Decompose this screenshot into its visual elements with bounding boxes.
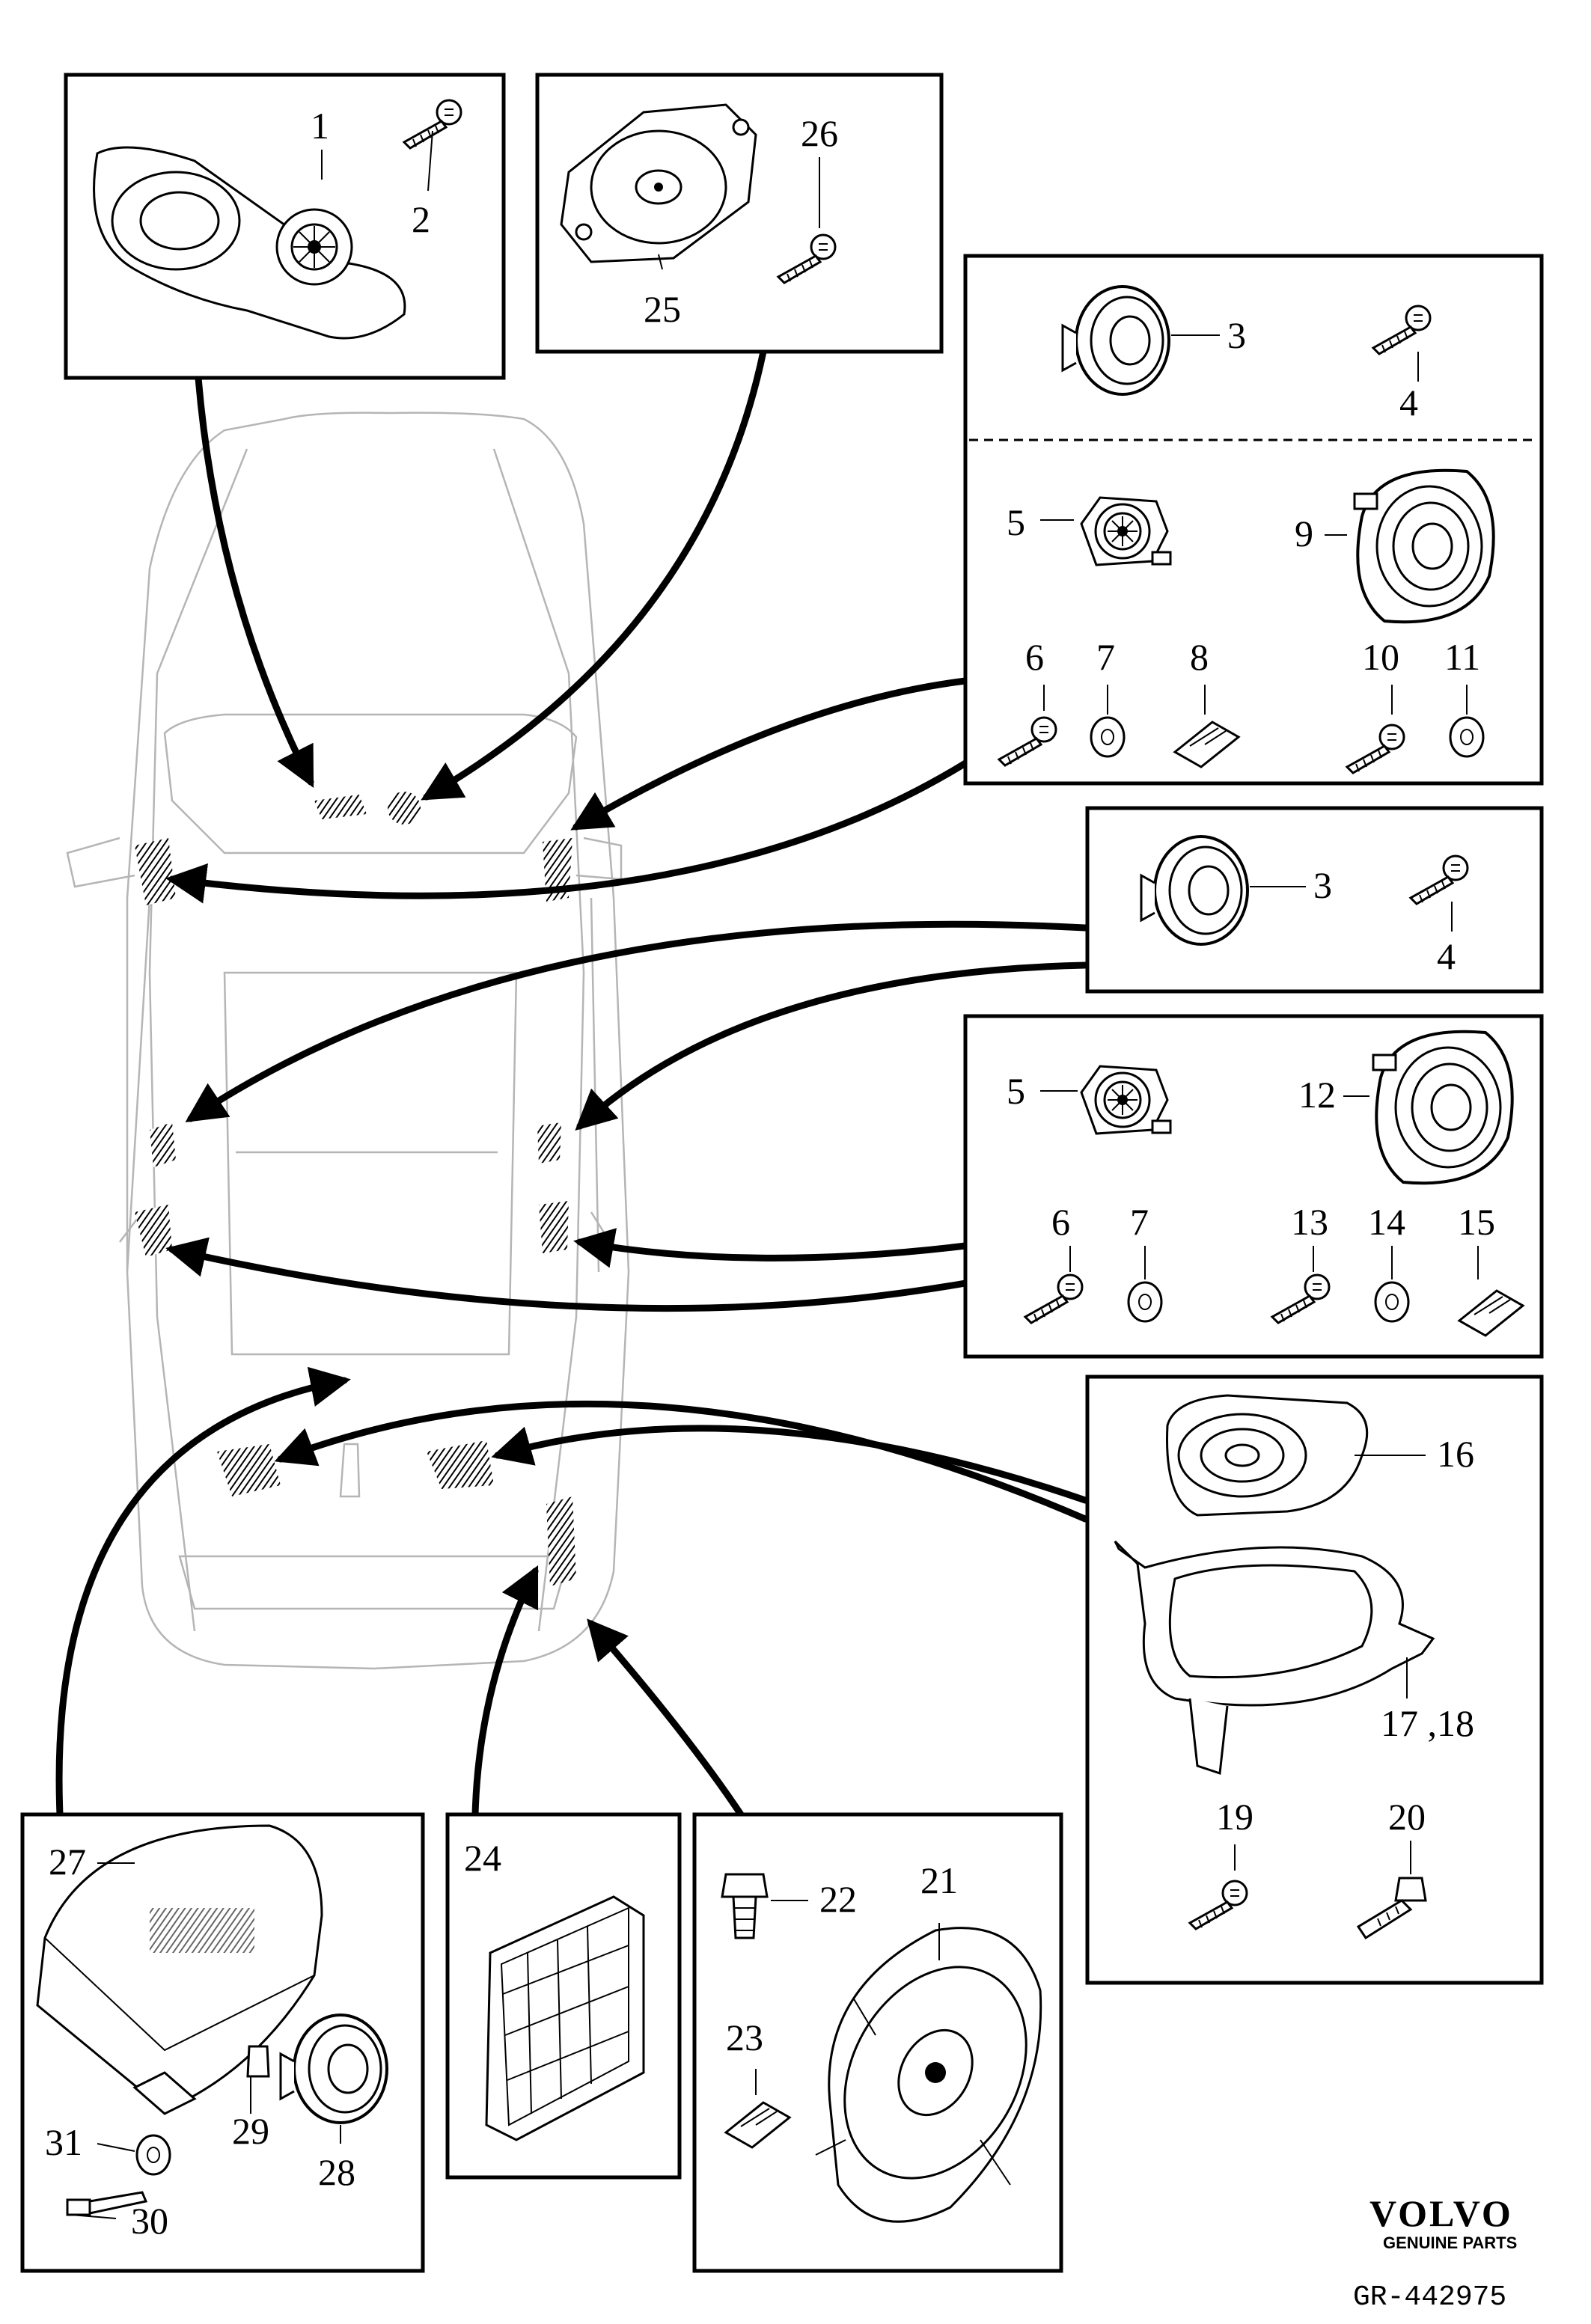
brand-logo: VOLVO — [1369, 2192, 1513, 2234]
callout-2: 2 — [412, 198, 430, 240]
callout-23: 23 — [726, 2016, 763, 2058]
callout-29: 29 — [232, 2110, 269, 2152]
callout-20: 20 — [1388, 1796, 1426, 1838]
callout-7a: 7 — [1096, 636, 1115, 678]
screw-icon — [66, 2191, 148, 2216]
washer-icon — [1127, 1281, 1163, 1323]
callout-8: 8 — [1190, 636, 1209, 678]
callout-1: 1 — [311, 105, 329, 147]
callout-6b: 6 — [1051, 1201, 1070, 1243]
callout-4a: 4 — [1399, 382, 1418, 423]
callout-24: 24 — [464, 1837, 501, 1879]
callout-4b: 4 — [1437, 935, 1456, 977]
part-box-front-center: 1 2 — [64, 73, 506, 380]
callout-12: 12 — [1298, 1074, 1336, 1116]
callout-28: 28 — [318, 2151, 355, 2193]
bolt-icon — [1356, 1877, 1427, 1940]
callout-3b: 3 — [1313, 864, 1332, 906]
tweeter-icon — [1080, 1065, 1172, 1135]
callout-22: 22 — [819, 1878, 857, 1920]
callout-13: 13 — [1291, 1201, 1328, 1243]
callout-11: 11 — [1444, 636, 1480, 678]
speaker-icon — [815, 1927, 1042, 2223]
callout-27: 27 — [49, 1841, 86, 1883]
callout-16: 16 — [1437, 1433, 1474, 1475]
part-box-rear-speaker: 22 21 23 — [692, 1812, 1063, 2273]
callout-5a: 5 — [1007, 501, 1025, 543]
callout-9: 9 — [1295, 513, 1313, 554]
callout-30: 30 — [131, 2200, 168, 2242]
bracket-icon — [1114, 1540, 1435, 1776]
connector-arrows — [55, 348, 1089, 1818]
callout-26: 26 — [801, 112, 838, 154]
clip-icon — [246, 2045, 270, 2078]
washer-icon — [135, 2134, 171, 2176]
callout-10: 10 — [1362, 636, 1399, 678]
speaker-icon — [1353, 468, 1495, 624]
location-markers — [135, 792, 576, 1586]
reference-number: GR-442975 — [1353, 2281, 1506, 2314]
callout-31: 31 — [45, 2121, 82, 2163]
speaker-icon — [560, 103, 757, 263]
callout-21: 21 — [920, 1859, 958, 1901]
part-box-rear-doors: 5 12 6 7 13 14 15 — [963, 1014, 1544, 1359]
callout-14: 14 — [1368, 1201, 1405, 1243]
callout-7b: 7 — [1130, 1201, 1149, 1243]
brand-subtext: GENUINE PARTS — [1383, 2233, 1517, 2252]
callout-6a: 6 — [1025, 636, 1044, 678]
speaker-icon — [93, 146, 406, 340]
tweeter-icon — [1080, 496, 1172, 566]
part-box-rear-shelf: 16 17 ,18 19 20 — [1085, 1374, 1544, 1985]
bolt-icon — [721, 1873, 769, 1939]
part-box-rear-center: 27 29 28 31 30 — [20, 1812, 425, 2273]
callout-25: 25 — [644, 288, 681, 330]
speaker-icon — [1372, 1030, 1514, 1185]
callout-19: 19 — [1216, 1796, 1253, 1838]
grille-icon — [485, 1895, 645, 2141]
washer-icon — [1090, 716, 1126, 758]
part-box-grille: 24 — [445, 1812, 682, 2180]
brand-block: VOLVO GENUINE PARTS GR-442975 — [1353, 2192, 1517, 2314]
washer-icon — [1374, 1281, 1410, 1323]
washer-icon — [1449, 716, 1485, 758]
callout-5b: 5 — [1007, 1070, 1025, 1112]
callout-15: 15 — [1458, 1201, 1495, 1243]
speaker-icon — [1166, 1394, 1369, 1517]
part-box-front-center-2: 25 26 — [535, 73, 944, 354]
callout-17-18: 17 ,18 — [1381, 1702, 1474, 1744]
part-box-front-doors-2: 3 4 — [1085, 806, 1544, 994]
part-box-front-doors: 3 4 5 9 6 7 8 10 11 — [963, 254, 1544, 786]
cover-icon — [36, 1824, 323, 2115]
callout-3a: 3 — [1227, 314, 1246, 356]
